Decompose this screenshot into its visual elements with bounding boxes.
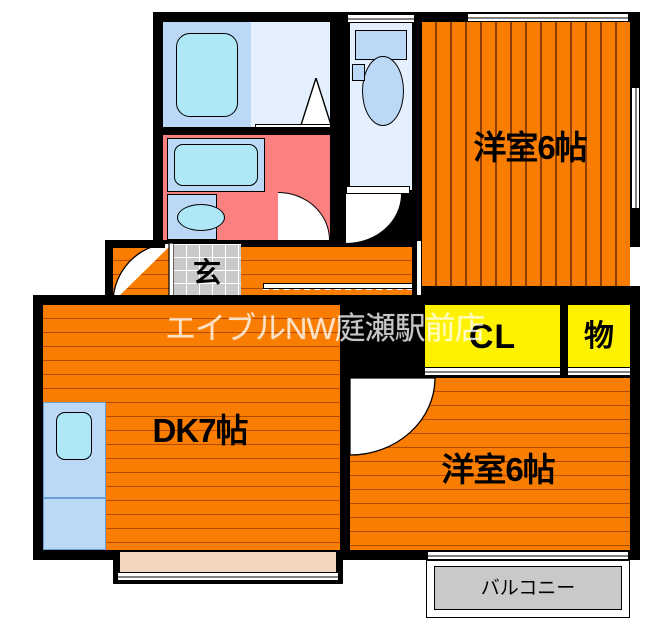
dk-veranda-window xyxy=(118,572,338,581)
closet-cl-door xyxy=(425,367,560,376)
closet-storage-divider xyxy=(560,300,568,372)
washbasin-icon xyxy=(177,204,225,231)
bedroom-north-window-right xyxy=(631,88,640,208)
washroom-right-wall xyxy=(330,22,340,240)
storage-mono-label: 物 xyxy=(584,319,614,353)
toilet-bowl-icon xyxy=(362,56,404,126)
bath-washroom-partition xyxy=(163,127,330,135)
balcony-floor xyxy=(434,566,622,610)
toilet-tank-icon xyxy=(355,30,407,60)
toilet-lever-icon xyxy=(352,64,365,81)
kitchen-counter-divider xyxy=(43,497,106,499)
entrance-door-arc xyxy=(112,242,175,304)
bedroom-north-sliding-door xyxy=(416,240,422,296)
storage-door xyxy=(568,367,630,376)
bedroom-south-door-arc xyxy=(349,377,436,456)
veranda-floor xyxy=(120,552,336,574)
bathtub-icon xyxy=(176,33,238,117)
hallway-top-wall-left xyxy=(105,240,165,248)
bedroom-south-label: 洋室6帖 xyxy=(441,450,555,488)
dining-kitchen-label: DK7帖 xyxy=(152,411,248,449)
bedroom-north-window-top xyxy=(468,13,628,22)
bedroom-north-label: 洋室6帖 xyxy=(473,128,587,166)
toilet-right-wall xyxy=(412,22,422,190)
kitchen-sink-icon xyxy=(56,412,92,460)
toilet-door-threshold xyxy=(346,186,410,194)
storage-mono xyxy=(568,305,630,368)
bath-door-icon xyxy=(300,78,332,126)
dk-sliding-door-rail xyxy=(263,283,413,289)
closet-cl-label: CL xyxy=(468,317,517,356)
entrance-label: 玄 xyxy=(192,257,221,288)
bedroom-south-balcony-window xyxy=(428,551,628,560)
toilet-window xyxy=(348,14,414,23)
entrance-left-wall xyxy=(105,240,113,298)
entrance-genkan-tile xyxy=(173,244,241,302)
vanity-basin-icon xyxy=(174,144,258,186)
bedroom-north-south-wall xyxy=(422,286,640,295)
dk-sliding-door xyxy=(263,288,413,292)
closet-cl xyxy=(425,305,560,368)
dk-right-wall xyxy=(340,305,350,550)
bedroom-north-floor xyxy=(422,22,630,286)
toilet-left-wall xyxy=(340,22,350,190)
balcony-label: バルコニー xyxy=(480,577,576,599)
